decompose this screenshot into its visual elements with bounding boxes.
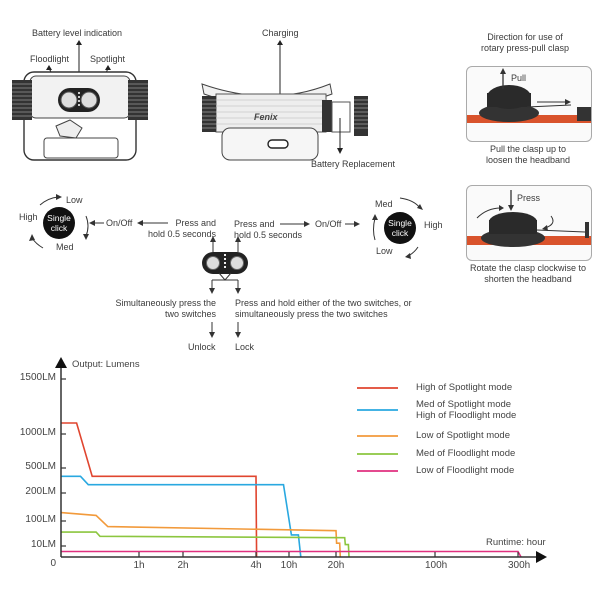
x-tick-label: 1h bbox=[133, 560, 145, 571]
unlock-instr-line2: two switches bbox=[164, 309, 216, 319]
legend-label: Med of Spotlight mode bbox=[416, 399, 512, 410]
press-caption-line2: shorten the headband bbox=[484, 274, 572, 284]
press-photo: Press bbox=[466, 185, 592, 261]
battery-replacement-label: Battery Replacement bbox=[311, 159, 396, 169]
right-single-click-line2: click bbox=[391, 228, 409, 238]
unlock-instructions: Simultaneously press the two switches bbox=[96, 298, 216, 320]
y-tick-label: 200LM bbox=[25, 486, 56, 497]
right-press-hold-label: Press and hold 0.5 seconds bbox=[234, 219, 302, 241]
clasp-press-illustration bbox=[467, 190, 591, 247]
clasp-title-line1: Direction for use of bbox=[487, 32, 563, 42]
left-low-label: Low bbox=[66, 195, 83, 205]
y-tick-label: 0 bbox=[50, 558, 56, 569]
y-tick-label: 1000LM bbox=[19, 427, 56, 438]
pull-caption: Pull the clasp up to loosen the headband bbox=[466, 144, 590, 166]
left-single-click-line2: click bbox=[50, 223, 68, 233]
clasp-pull-illustration bbox=[467, 68, 591, 123]
x-tick-label: 20h bbox=[327, 560, 345, 571]
legend-swatches bbox=[357, 387, 398, 472]
right-low-label: Low bbox=[376, 246, 393, 256]
left-press-line1: Press and bbox=[175, 218, 216, 228]
y-axis-title: Output: Lumens bbox=[72, 359, 140, 370]
legend-label: High of Floodlight mode bbox=[416, 410, 517, 421]
charging-label: Charging bbox=[262, 28, 299, 38]
x-tick-label: 4h bbox=[250, 560, 262, 571]
left-press-hold-label: Press and hold 0.5 seconds bbox=[140, 218, 216, 240]
series-line-1 bbox=[61, 422, 258, 558]
series-line-5 bbox=[61, 550, 522, 558]
legend-label: Low of Floodlight mode bbox=[416, 465, 515, 476]
y-tick-label: 10LM bbox=[30, 539, 56, 550]
series-line-3 bbox=[60, 511, 342, 558]
x-tick-label: 10h bbox=[280, 560, 298, 571]
x-tick-label: 2h bbox=[177, 560, 189, 571]
brand-logo: Fenix bbox=[254, 112, 279, 122]
unlock-label: Unlock bbox=[188, 342, 216, 352]
battery-level-label: Battery level indication bbox=[32, 28, 123, 38]
series-line-2 bbox=[61, 475, 302, 558]
right-med-label: Med bbox=[375, 199, 393, 209]
right-on-off-label: On/Off bbox=[315, 219, 342, 229]
legend-item: High of Spotlight mode bbox=[416, 382, 512, 393]
x-tick-label: 300h bbox=[508, 560, 531, 571]
left-med-label: Med bbox=[56, 242, 74, 252]
y-tick-label: 1500LM bbox=[19, 372, 56, 383]
left-high-label: High bbox=[19, 212, 38, 222]
legend-label: Low of Spotlight mode bbox=[416, 430, 511, 441]
pull-photo: Pull bbox=[466, 66, 592, 142]
clasp-title-line2: rotary press-pull clasp bbox=[480, 43, 570, 53]
lock-instr-line1: Press and hold either of the two switche… bbox=[235, 298, 412, 308]
clasp-title: Direction for use of rotary press-pull c… bbox=[470, 32, 580, 54]
legend-item: Med of Floodlight mode bbox=[416, 448, 515, 459]
legend-item: Low of Spotlight mode bbox=[416, 430, 510, 441]
right-high-label: High bbox=[424, 220, 443, 230]
y-axis-arrow-icon bbox=[55, 357, 67, 368]
right-press-line1: Press and bbox=[234, 219, 275, 229]
legend-label: Med of Floodlight mode bbox=[416, 448, 516, 459]
left-on-off-label: On/Off bbox=[106, 218, 133, 228]
y-tick-label: 500LM bbox=[25, 461, 56, 472]
lock-instructions: Press and hold either of the two switche… bbox=[235, 298, 412, 320]
y-tick-marks bbox=[61, 378, 66, 547]
legend-label: High of Spotlight mode bbox=[416, 382, 513, 393]
x-tick-label: 100h bbox=[425, 560, 448, 571]
unlock-instr-line1: Simultaneously press the bbox=[115, 298, 216, 308]
press-caption: Rotate the clasp clockwise to shorten th… bbox=[460, 263, 596, 285]
right-single-click-line1: Single bbox=[388, 218, 412, 228]
pull-label: Pull bbox=[511, 73, 527, 83]
lock-label: Lock bbox=[235, 342, 255, 352]
spotlight-label: Spotlight bbox=[90, 54, 126, 64]
press-caption-line1: Rotate the clasp clockwise to bbox=[469, 263, 587, 273]
x-axis-title: Runtime: hour bbox=[486, 537, 546, 548]
pull-caption-line1: Pull the clasp up to bbox=[489, 144, 567, 154]
left-single-click-line1: Single bbox=[47, 213, 71, 223]
chart-series-group bbox=[60, 422, 522, 558]
right-press-line2: hold 0.5 seconds bbox=[234, 230, 303, 240]
press-label: Press bbox=[517, 193, 541, 203]
y-tick-label: 100LM bbox=[25, 514, 56, 525]
x-axis-arrow-icon bbox=[536, 551, 547, 563]
left-press-line2: hold 0.5 seconds bbox=[147, 229, 216, 239]
series-line-4 bbox=[61, 531, 350, 558]
floodlight-label: Floodlight bbox=[30, 54, 70, 64]
pull-caption-line2: loosen the headband bbox=[485, 155, 571, 165]
lock-instr-line2: simultaneously press the two switches bbox=[235, 309, 388, 319]
legend-item: Low of Floodlight mode bbox=[416, 465, 514, 476]
x-tick-marks bbox=[138, 552, 519, 557]
